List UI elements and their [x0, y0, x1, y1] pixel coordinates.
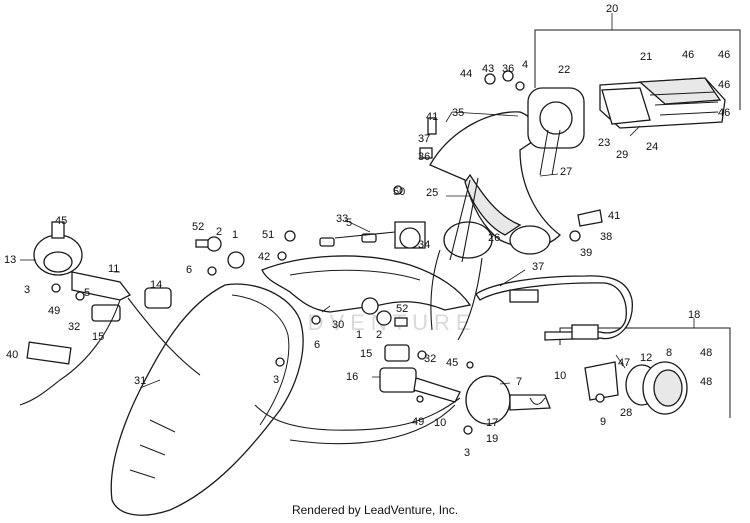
callout-c5b: 5 [84, 287, 90, 299]
callout-c14: 14 [150, 279, 162, 291]
callout-c45b: 45 [446, 357, 458, 369]
cable-ring [443, 221, 493, 259]
callout-c7: 7 [516, 376, 522, 388]
callout-c49a: 49 [48, 305, 60, 317]
hardware [51, 70, 605, 435]
callout-c3a: 3 [24, 284, 30, 296]
fender-cover [261, 255, 472, 313]
callout-c12: 12 [640, 352, 652, 364]
callout-c13: 13 [4, 254, 16, 266]
callout-c41b: 41 [608, 210, 620, 222]
bracket-33-34 [394, 221, 426, 249]
taillight-assembly [599, 77, 726, 129]
callout-c10b: 10 [434, 417, 446, 429]
callout-c36a: 36 [502, 63, 514, 75]
callout-c38: 38 [600, 231, 612, 243]
callout-c21: 21 [640, 51, 652, 63]
horn [33, 221, 83, 276]
callout-c52b: 52 [396, 303, 408, 315]
callout-c17: 17 [486, 417, 498, 429]
callout-c27: 27 [560, 166, 572, 178]
callout-c46d: 46 [718, 107, 730, 119]
callout-c2b: 2 [376, 329, 382, 341]
callout-c42: 42 [258, 251, 270, 263]
callout-c44: 44 [460, 68, 472, 80]
callout-c26: 26 [488, 232, 500, 244]
callout-c49b: 49 [412, 416, 424, 428]
callout-c29: 29 [616, 149, 628, 161]
callout-c41a: 41 [426, 111, 438, 123]
callout-c35: 35 [452, 107, 464, 119]
callout-c15a: 15 [92, 331, 104, 343]
callout-c4: 4 [522, 59, 528, 71]
callout-c28: 28 [620, 407, 632, 419]
callout-c5a: 5 [346, 217, 352, 229]
callout-c25: 25 [426, 187, 438, 199]
callout-c22: 22 [558, 64, 570, 76]
callout-c36b: 36 [418, 151, 430, 163]
callout-c47: 47 [618, 357, 630, 369]
callout-c1a: 1 [232, 229, 238, 241]
left-switch [71, 271, 172, 322]
leader-lines [20, 111, 641, 389]
meter-group [584, 361, 688, 415]
callout-c18: 18 [688, 309, 700, 321]
callout-c24: 24 [646, 141, 658, 153]
callout-c32a: 32 [68, 321, 80, 333]
callout-c51: 51 [262, 229, 274, 241]
callout-c3b: 3 [273, 374, 279, 386]
callout-c20: 20 [606, 3, 618, 15]
callout-c39: 39 [580, 247, 592, 259]
rendered-by-footer: Rendered by LeadVenture, Inc. [291, 503, 459, 517]
callout-c37a: 37 [418, 133, 430, 145]
callout-c23: 23 [598, 137, 610, 149]
callout-c48b: 48 [700, 376, 712, 388]
callout-c6b: 6 [314, 339, 320, 351]
callout-c31: 31 [134, 375, 146, 387]
callout-c6a: 6 [186, 264, 192, 276]
headlight-lamp [465, 375, 551, 425]
callout-c16: 16 [346, 371, 358, 383]
grab-rail [475, 275, 633, 341]
callout-c30: 30 [332, 319, 344, 331]
callout-c19: 19 [486, 433, 498, 445]
callout-c9: 9 [600, 416, 606, 428]
group-bracket-20 [534, 13, 741, 110]
right-switch [379, 344, 461, 403]
callout-c10a: 10 [554, 370, 566, 382]
headlight-case [429, 111, 561, 255]
callout-c40: 40 [6, 349, 18, 361]
callout-c45a: 45 [55, 215, 67, 227]
callout-c8: 8 [666, 347, 672, 359]
callout-c3c: 3 [464, 447, 470, 459]
callout-c46c: 46 [718, 79, 730, 91]
callout-c34: 34 [418, 239, 430, 251]
cables [19, 177, 483, 445]
callout-c1b: 1 [356, 329, 362, 341]
callout-c2a: 2 [216, 226, 222, 238]
callout-c52a: 52 [192, 221, 204, 233]
callout-c11: 11 [108, 263, 119, 275]
callout-c37b: 37 [532, 261, 544, 273]
callout-c48a: 48 [700, 347, 712, 359]
front-fender [110, 283, 304, 516]
decal-plate [26, 341, 72, 365]
callout-c50: 50 [393, 186, 405, 198]
callout-c46a: 46 [682, 49, 694, 61]
meter-unit [527, 87, 585, 176]
callout-c46b: 46 [718, 49, 730, 61]
callout-c32b: 32 [424, 353, 436, 365]
callout-c43: 43 [482, 63, 494, 75]
callout-c33: 33 [336, 213, 348, 225]
callout-c15b: 15 [360, 348, 372, 360]
